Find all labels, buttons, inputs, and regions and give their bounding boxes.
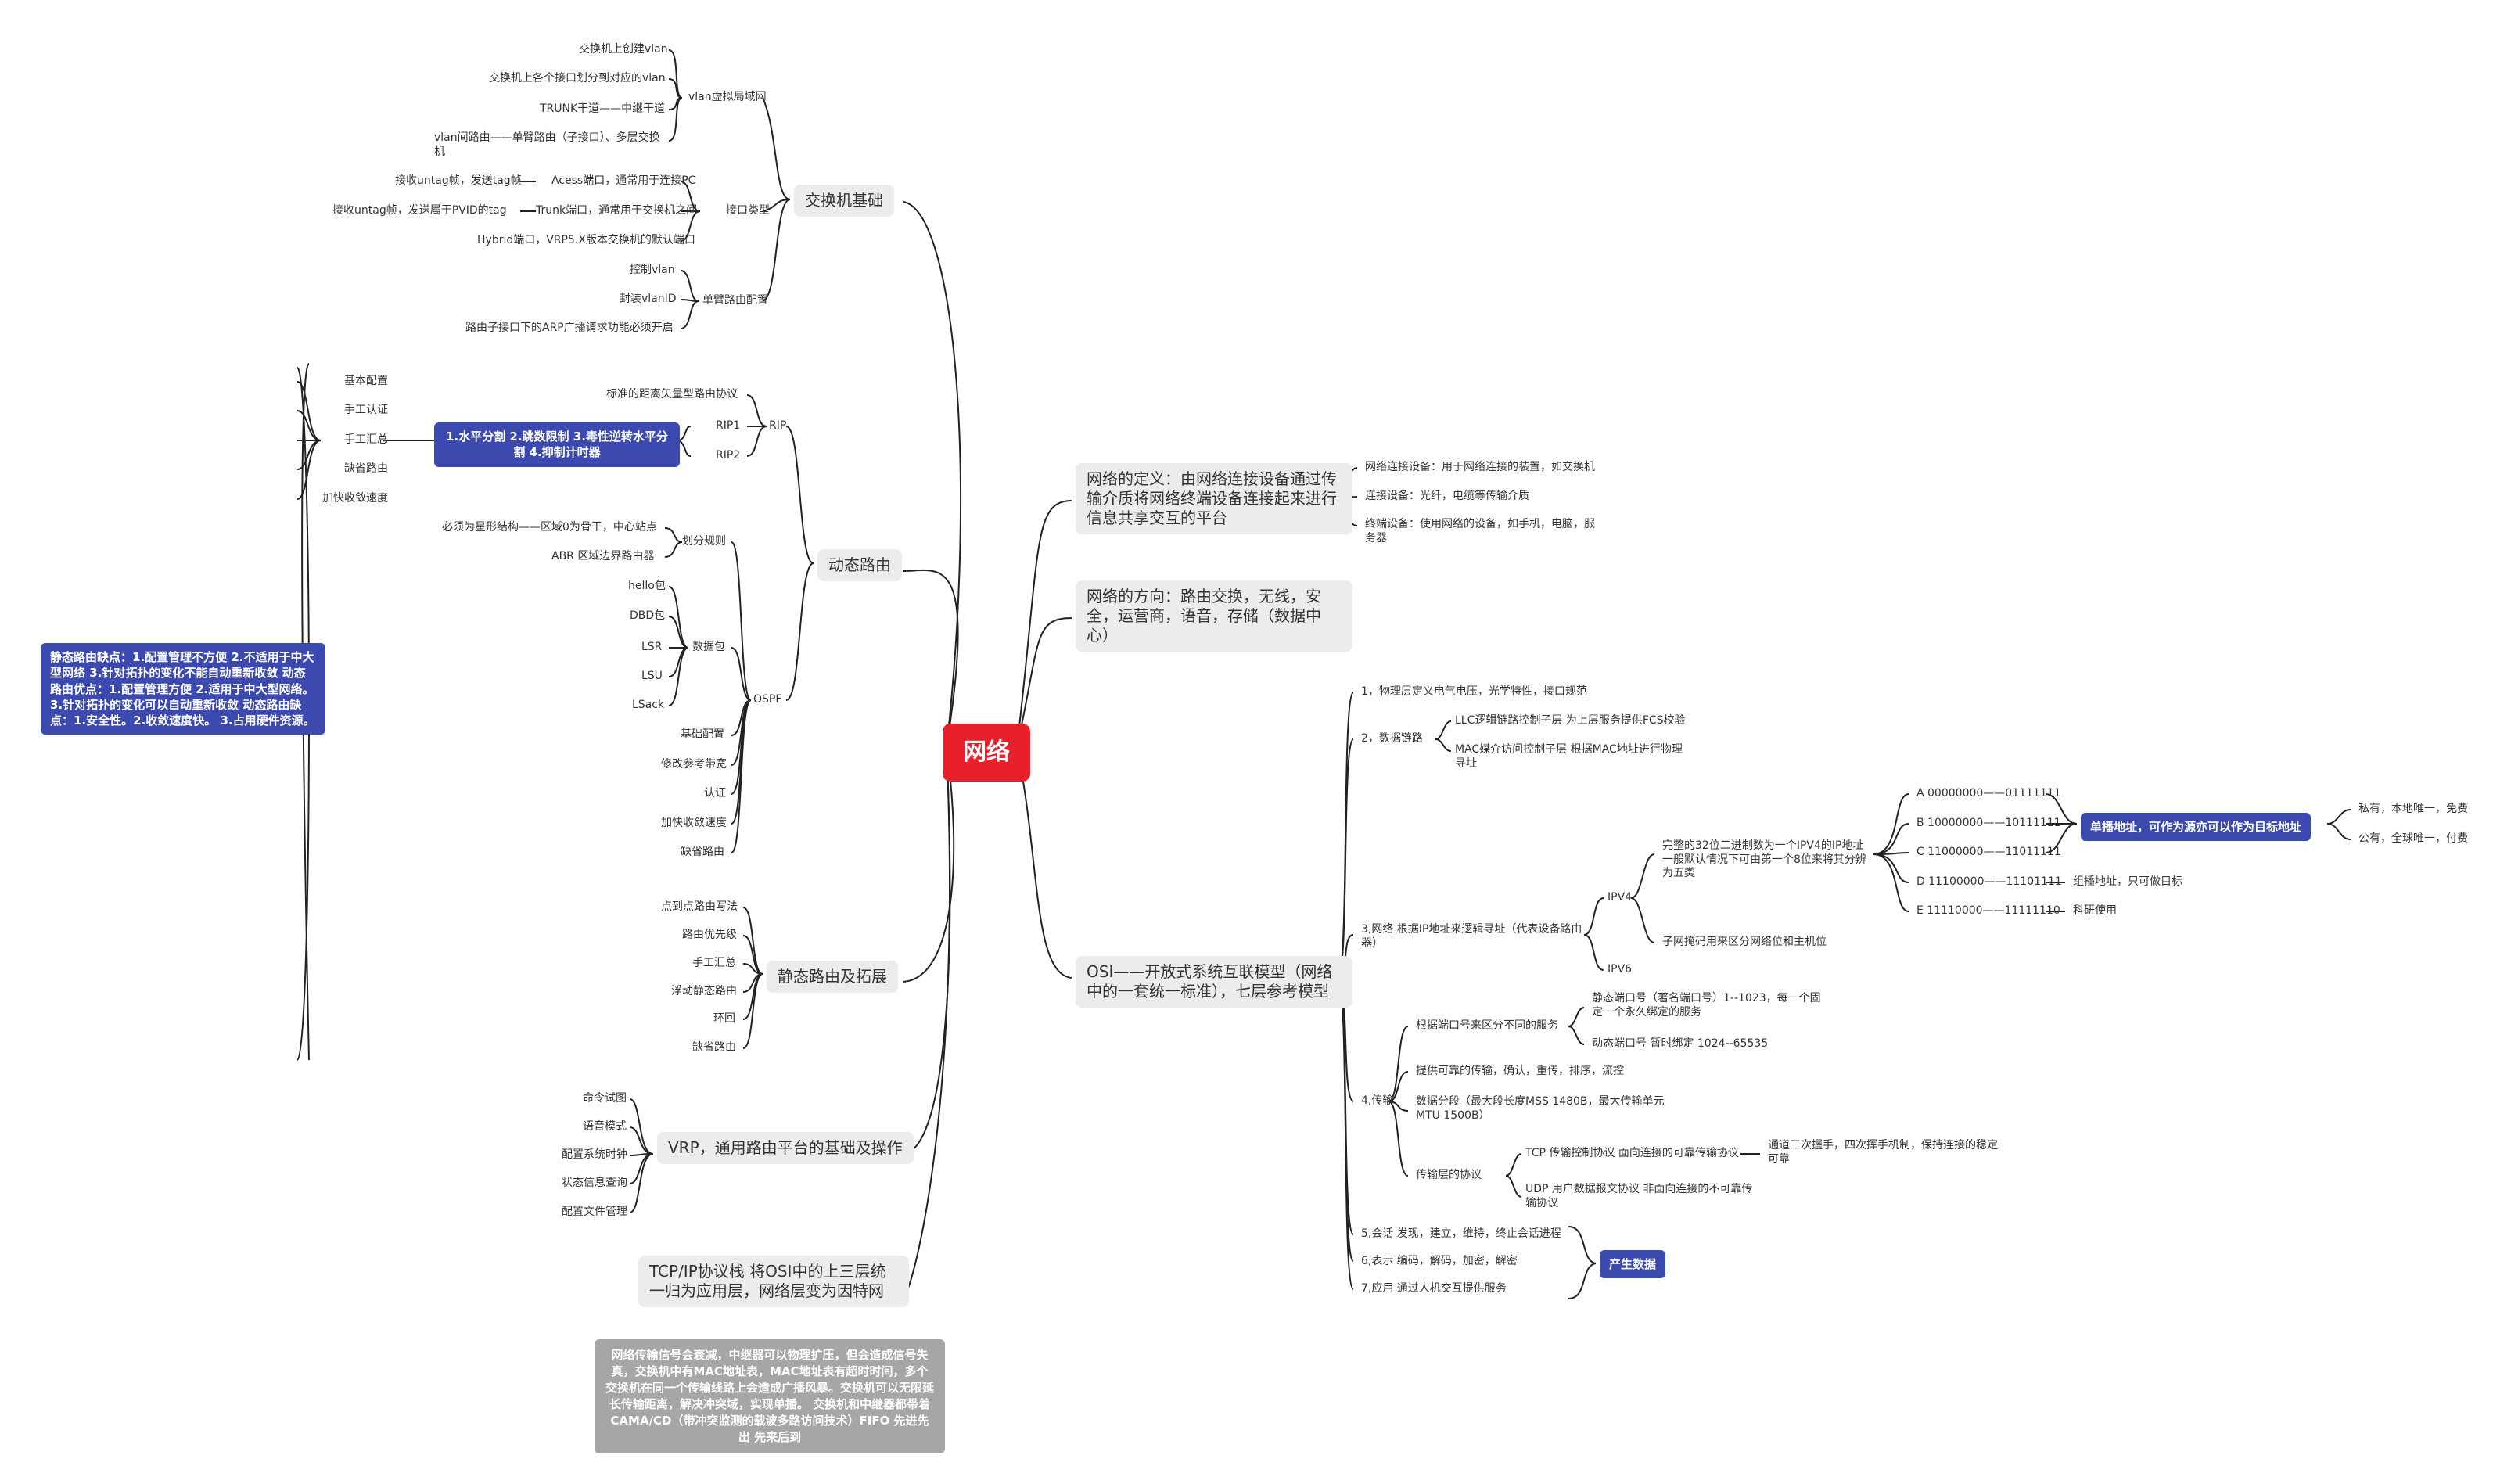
rip-item[interactable]: 基本配置	[344, 375, 388, 387]
packet-item[interactable]: LSack	[632, 699, 665, 711]
osi-layer-2[interactable]: 2，数据链路	[1361, 732, 1423, 745]
topic-static-routing[interactable]: 静态路由及拓展	[767, 961, 898, 993]
division-node[interactable]: 划分规则	[682, 535, 726, 548]
datalink-item[interactable]: LLC逻辑链路控制子层 为上层服务提供FCS校验	[1455, 714, 1686, 727]
osi-layer-3[interactable]: 3,网络 根据IP地址来逻辑寻址（代表设备路由器）	[1361, 923, 1582, 950]
access-port[interactable]: Acess端口，通常用于连接PC	[551, 174, 696, 187]
topic-vrp[interactable]: VRP，通用路由平台的基础及操作	[657, 1132, 914, 1164]
research-note[interactable]: 科研使用	[2073, 904, 2117, 917]
ospf-item[interactable]: 缺省路由	[681, 846, 724, 858]
ospf-item[interactable]: 认证	[704, 787, 726, 799]
vlan-item[interactable]: 交换机上各个接口划分到对应的vlan	[489, 72, 666, 84]
unicast-note[interactable]: 单播地址，可作为源亦可以作为目标地址	[2081, 813, 2312, 842]
ipv4-desc[interactable]: 完整的32位二进制数为一个IPV4的IP地址 一般默认情况下可由第一个8位来将其…	[1662, 839, 1866, 879]
root-topic[interactable]: 网络	[943, 724, 1030, 782]
rip-desc[interactable]: 标准的距离矢量型路由协议	[606, 388, 738, 401]
vlan-item[interactable]: TRUNK干道——中继干道	[540, 102, 666, 115]
packets-node[interactable]: 数据包	[692, 641, 725, 653]
ipv6-node[interactable]: IPV6	[1608, 963, 1633, 976]
rip-item[interactable]: 手工汇总	[344, 433, 388, 446]
definition-item[interactable]: 网络连接设备：用于网络连接的装置，如交换机	[1365, 461, 1595, 473]
private-address[interactable]: 私有，本地唯一，免费	[2358, 803, 2468, 815]
one-arm-item[interactable]: 控制vlan	[630, 264, 675, 276]
reliable-transfer[interactable]: 提供可靠的传输，确认，重传，排序，流控	[1416, 1065, 1624, 1077]
vrp-item[interactable]: 状态信息查询	[562, 1177, 627, 1189]
ip-class[interactable]: A 00000000——01111111	[1916, 787, 2061, 799]
vlan-item[interactable]: vlan间路由——单臂路由（子接口）、多层交换机	[434, 131, 660, 158]
one-arm-item[interactable]: 路由子接口下的ARP广播请求功能必须开启	[465, 322, 674, 334]
ip-class[interactable]: D 11100000——11101111	[1916, 875, 2062, 888]
one-arm-item[interactable]: 封装vlanID	[620, 293, 677, 305]
static-item[interactable]: 缺省路由	[692, 1041, 736, 1054]
static-item[interactable]: 浮动静态路由	[671, 985, 737, 997]
datalink-item[interactable]: MAC媒介访问控制子层 根据MAC地址进行物理寻址	[1455, 743, 1683, 770]
vrp-item[interactable]: 命令试图	[583, 1092, 627, 1105]
vrp-item[interactable]: 配置系统时钟	[562, 1148, 627, 1161]
rip-loop-prevention-note[interactable]: 1.水平分割 2.跳数限制 3.毒性逆转水平分割 4.抑制计时器	[434, 422, 680, 467]
topic-dynamic-routing[interactable]: 动态路由	[817, 549, 902, 581]
packet-item[interactable]: DBD包	[630, 609, 666, 622]
subnet-mask[interactable]: 子网掩码用来区分网络位和主机位	[1662, 936, 1827, 948]
rip-node[interactable]: RIP	[769, 419, 787, 432]
division-item[interactable]: ABR 区域边界路由器	[551, 550, 655, 562]
static-item[interactable]: 点到点路由写法	[661, 900, 738, 913]
osi-layer-5[interactable]: 5,会话 发现，建立，维持，终止会话进程	[1361, 1227, 1561, 1240]
osi-layer-1[interactable]: 1，物理层定义电气电压，光学特性，接口规范	[1361, 685, 1587, 698]
static-vs-dynamic-note[interactable]: 静态路由缺点：1.配置管理不方便 2.不适用于中大型网络 3.针对拓扑的变化不能…	[41, 643, 325, 735]
packet-item[interactable]: hello包	[628, 580, 666, 592]
segmentation[interactable]: 数据分段（最大段长度MSS 1480B，最大传输单元MTU 1500B）	[1416, 1095, 1665, 1122]
generate-data-badge[interactable]: 产生数据	[1600, 1250, 1666, 1279]
trunk-port[interactable]: Trunk端口，通常用于交换机之间	[536, 204, 698, 217]
tcp-protocol[interactable]: TCP 传输控制协议 面向连接的可靠传输协议	[1525, 1147, 1739, 1159]
topic-network-direction[interactable]: 网络的方向：路由交换，无线，安全，运营商，语音，存储（数据中心）	[1076, 580, 1352, 652]
vlan-item[interactable]: 交换机上创建vlan	[579, 43, 668, 56]
udp-protocol[interactable]: UDP 用户数据报文协议 非面向连接的不可靠传输协议	[1525, 1183, 1753, 1209]
ospf-item[interactable]: 基础配置	[681, 728, 724, 741]
tcp-note[interactable]: 通道三次握手，四次挥手机制，保持连接的稳定可靠	[1768, 1139, 1998, 1166]
packet-item[interactable]: LSU	[641, 670, 663, 682]
rip2-node[interactable]: RIP2	[716, 449, 741, 462]
rip-item[interactable]: 加快收敛速度	[322, 492, 388, 505]
static-item[interactable]: 环回	[713, 1012, 735, 1025]
port-type-node[interactable]: 接口类型	[726, 204, 770, 217]
ip-class[interactable]: B 10000000——10111111	[1916, 817, 2061, 829]
rip1-node[interactable]: RIP1	[716, 419, 741, 432]
transport-protocols[interactable]: 传输层的协议	[1416, 1169, 1482, 1181]
well-known-ports[interactable]: 静态端口号（著名端口号）1--1023，每一个固定一个永久绑定的服务	[1592, 992, 1821, 1019]
packet-item[interactable]: LSR	[641, 641, 663, 653]
ip-class[interactable]: C 11000000——11011111	[1916, 846, 2061, 858]
vlan-node[interactable]: vlan虚拟局域网	[688, 91, 767, 103]
topic-osi-model[interactable]: OSI——开放式系统互联模型（网络中的一套统一标准），七层参考模型	[1076, 956, 1352, 1008]
one-arm-node[interactable]: 单臂路由配置	[702, 294, 768, 307]
osi-layer-6[interactable]: 6,表示 编码，解码，加密，解密	[1361, 1255, 1518, 1267]
ip-class[interactable]: E 11110000——11111110	[1916, 904, 2060, 917]
topic-tcpip[interactable]: TCP/IP协议栈 将OSI中的上三层统一归为应用层，网络层变为因特网	[638, 1256, 909, 1307]
ospf-item[interactable]: 修改参考带宽	[661, 758, 727, 771]
hybrid-port[interactable]: Hybrid端口，VRP5.X版本交换机的默认端口	[477, 234, 695, 246]
vrp-item[interactable]: 语音模式	[583, 1120, 627, 1133]
access-note[interactable]: 接收untag帧，发送tag帧	[395, 174, 522, 187]
ipv4-node[interactable]: IPV4	[1608, 891, 1633, 904]
ospf-item[interactable]: 加快收敛速度	[661, 817, 727, 829]
switch-repeater-note[interactable]: 网络传输信号会衰减，中继器可以物理扩压，但会造成信号失真，交换机中有MAC地址表…	[595, 1339, 945, 1453]
static-item[interactable]: 手工汇总	[692, 957, 736, 969]
osi-layer-7[interactable]: 7,应用 通过人机交互提供服务	[1361, 1282, 1507, 1295]
multicast-note[interactable]: 组播地址，只可做目标	[2073, 875, 2182, 888]
rip-item[interactable]: 缺省路由	[344, 462, 388, 475]
ospf-node[interactable]: OSPF	[753, 693, 782, 706]
division-item[interactable]: 必须为星形结构——区域0为骨干，中心站点	[442, 521, 657, 534]
topic-network-definition[interactable]: 网络的定义：由网络连接设备通过传输介质将网络终端设备连接起来进行信息共享交互的平…	[1076, 463, 1352, 534]
vrp-item[interactable]: 配置文件管理	[562, 1206, 627, 1218]
dynamic-ports[interactable]: 动态端口号 暂时绑定 1024--65535	[1592, 1037, 1769, 1050]
rip-item[interactable]: 手工认证	[344, 404, 388, 416]
definition-item[interactable]: 连接设备：光纤，电缆等传输介质	[1365, 490, 1529, 502]
trunk-note[interactable]: 接收untag帧，发送属于PVID的tag	[332, 204, 507, 217]
public-address[interactable]: 公有，全球唯一，付费	[2358, 832, 2468, 845]
static-item[interactable]: 路由优先级	[682, 929, 737, 941]
definition-item[interactable]: 终端设备：使用网络的设备，如手机，电脑，服务器	[1365, 518, 1595, 544]
topic-switch-basics[interactable]: 交换机基础	[794, 185, 894, 217]
port-rule[interactable]: 根据端口号来区分不同的服务	[1416, 1019, 1558, 1032]
osi-layer-4[interactable]: 4,传输	[1361, 1094, 1394, 1107]
